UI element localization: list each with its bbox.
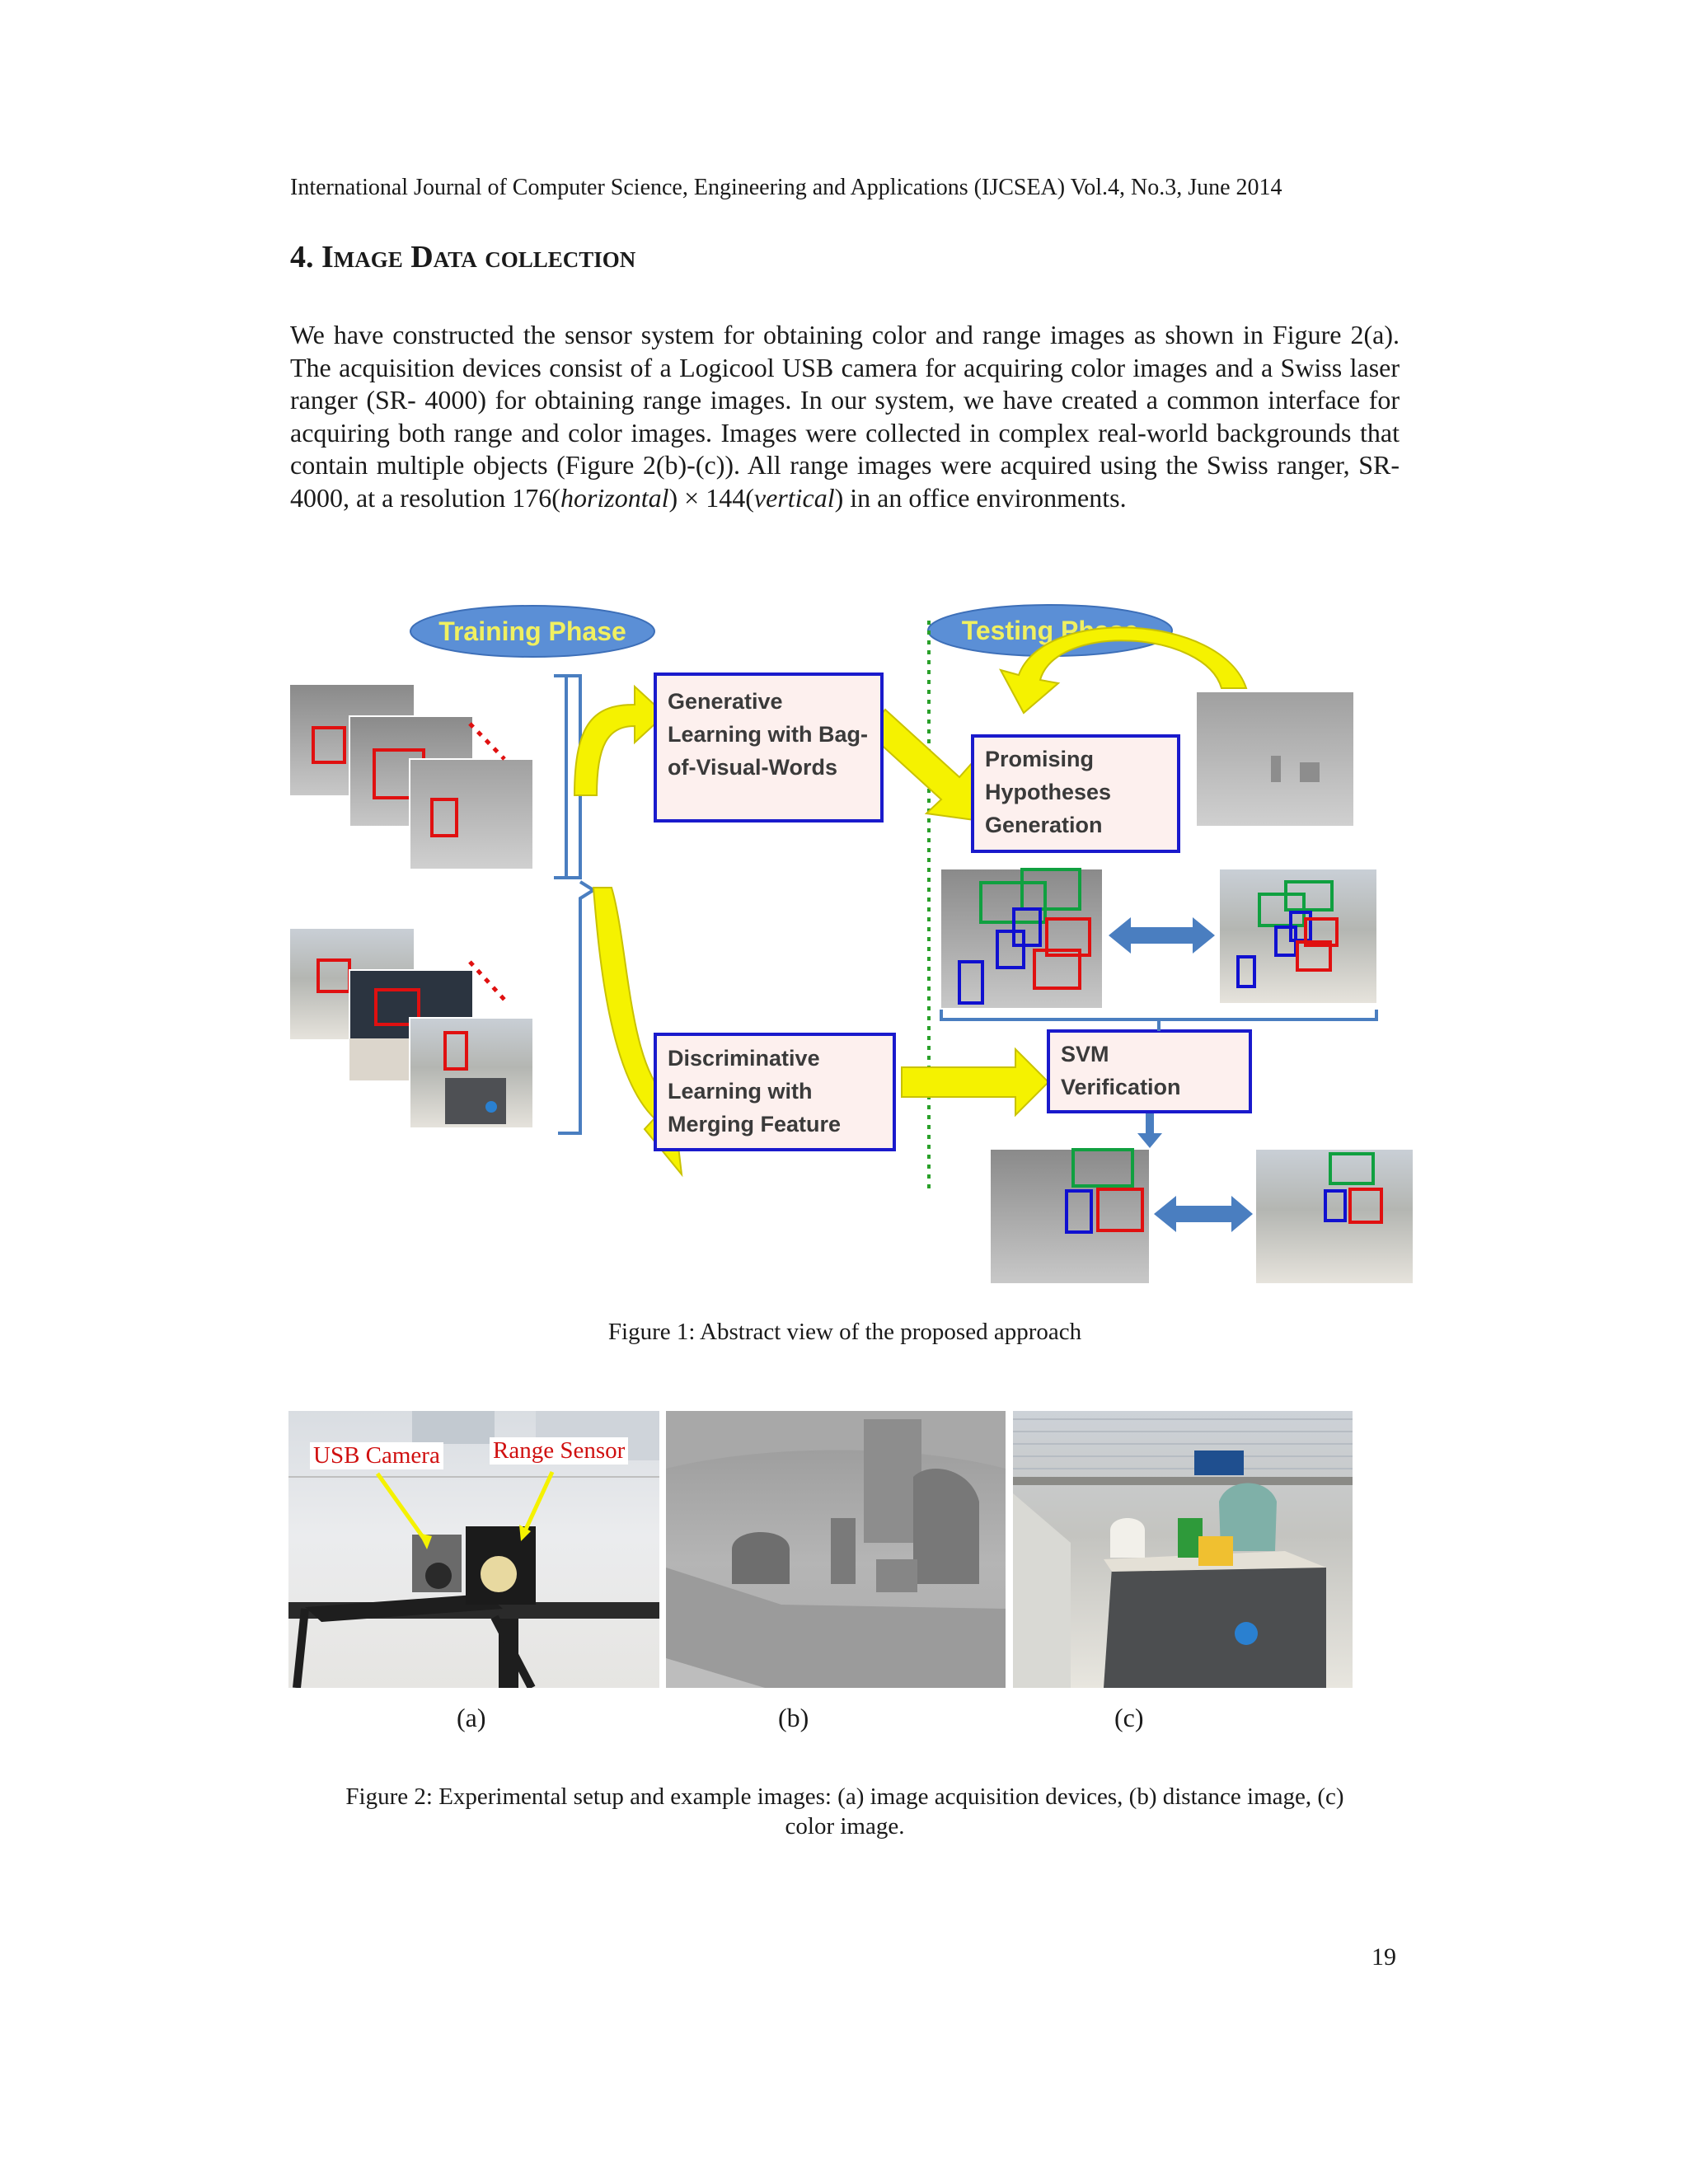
figure2-caption: Figure 2: Experimental setup and example…: [290, 1782, 1400, 1841]
figure1-diagram: Training Phase Testing Phase: [290, 604, 1413, 1283]
hypotheses-depth-image: [941, 868, 1102, 1008]
body-paragraph: We have constructed the sensor system fo…: [290, 319, 1400, 514]
para-text-2: ) × 144(: [668, 482, 754, 513]
svg-text:Verification: Verification: [1061, 1075, 1181, 1099]
svg-text:Merging Feature: Merging Feature: [668, 1112, 841, 1137]
usb-arrow: [375, 1472, 429, 1544]
subfigure-label-b: (b): [778, 1703, 809, 1732]
figure2a-setup-photo: USB Camera Range Sensor: [288, 1411, 659, 1688]
range-sensor-label: Range Sensor: [490, 1437, 629, 1465]
svg-text:Generation: Generation: [985, 813, 1103, 837]
svg-text:Promising: Promising: [985, 747, 1094, 771]
para-text-3: ) in an office environments.: [834, 482, 1127, 513]
figure1-caption: Figure 1: Abstract view of the proposed …: [607, 1319, 1082, 1345]
svg-text:Discriminative: Discriminative: [668, 1046, 820, 1071]
svg-text:Learning with: Learning with: [668, 1079, 813, 1104]
subfigure-label-c: (c): [1114, 1703, 1144, 1732]
hypotheses-bracket: [940, 1010, 1378, 1031]
arrow-to-promising: [865, 708, 988, 823]
training-phase-label: Training Phase: [410, 605, 655, 658]
discriminative-learning-box: Discriminative Learning with Merging Fea…: [654, 1033, 896, 1151]
testing-input-depth: [1197, 692, 1353, 826]
title-rest-1: mage: [333, 240, 403, 274]
arrow-down-svm: [1137, 1113, 1162, 1148]
svg-text:Hypotheses: Hypotheses: [985, 780, 1111, 804]
svg-text:SVM: SVM: [1061, 1042, 1109, 1066]
figure2c-color-image: [1013, 1411, 1353, 1688]
generative-learning-box: Generative Learning with Bag- of-Visual-…: [654, 673, 884, 823]
arrow-to-svm: [901, 1047, 1050, 1118]
usb-camera-label: USB Camera: [310, 1442, 443, 1469]
svg-text:Generative: Generative: [668, 689, 783, 714]
para-em-horizontal: horizontal: [560, 482, 669, 513]
hypotheses-color-image: [1220, 869, 1376, 1003]
para-text-1: We have constructed the sensor system fo…: [290, 320, 1400, 513]
svg-text:of-Visual-Words: of-Visual-Words: [668, 755, 837, 780]
svg-text:Learning with Bag-: Learning with Bag-: [668, 722, 868, 747]
double-arrow-bottom: [1154, 1196, 1253, 1232]
svg-text:Training Phase: Training Phase: [438, 616, 626, 646]
page-number: 19: [1372, 1943, 1396, 1971]
journal-header: International Journal of Computer Scienc…: [290, 175, 1282, 200]
arrow-to-generative: [573, 684, 667, 796]
svm-verification-box: SVM Verification: [1047, 1029, 1252, 1113]
figure2-caption-line2: color image.: [785, 1813, 905, 1840]
double-arrow-top: [1109, 917, 1215, 954]
para-em-vertical: vertical: [753, 482, 835, 513]
curved-arrow-testing: [999, 626, 1248, 715]
upper-brace: [554, 674, 568, 879]
figure2-caption-line1: Figure 2: Experimental setup and example…: [345, 1783, 1344, 1810]
title-initial-1: I: [321, 240, 334, 274]
section-number: 4.: [290, 240, 314, 274]
verified-color-image: [1256, 1150, 1413, 1283]
title-rest-2: ata collection: [433, 240, 636, 274]
figure2b-distance-image: [666, 1411, 1006, 1688]
title-initial-2: D: [410, 240, 434, 274]
promising-hypotheses-box: Promising Hypotheses Generation: [971, 734, 1180, 853]
section-title: 4. Image Data collection: [290, 239, 635, 275]
subfigure-label-a: (a): [457, 1703, 486, 1732]
training-color-stack: [290, 929, 534, 1129]
range-arrow: [521, 1470, 555, 1536]
lower-brace: [558, 880, 597, 1135]
verified-depth-image: [991, 1148, 1149, 1283]
training-depth-stack: [290, 685, 534, 870]
